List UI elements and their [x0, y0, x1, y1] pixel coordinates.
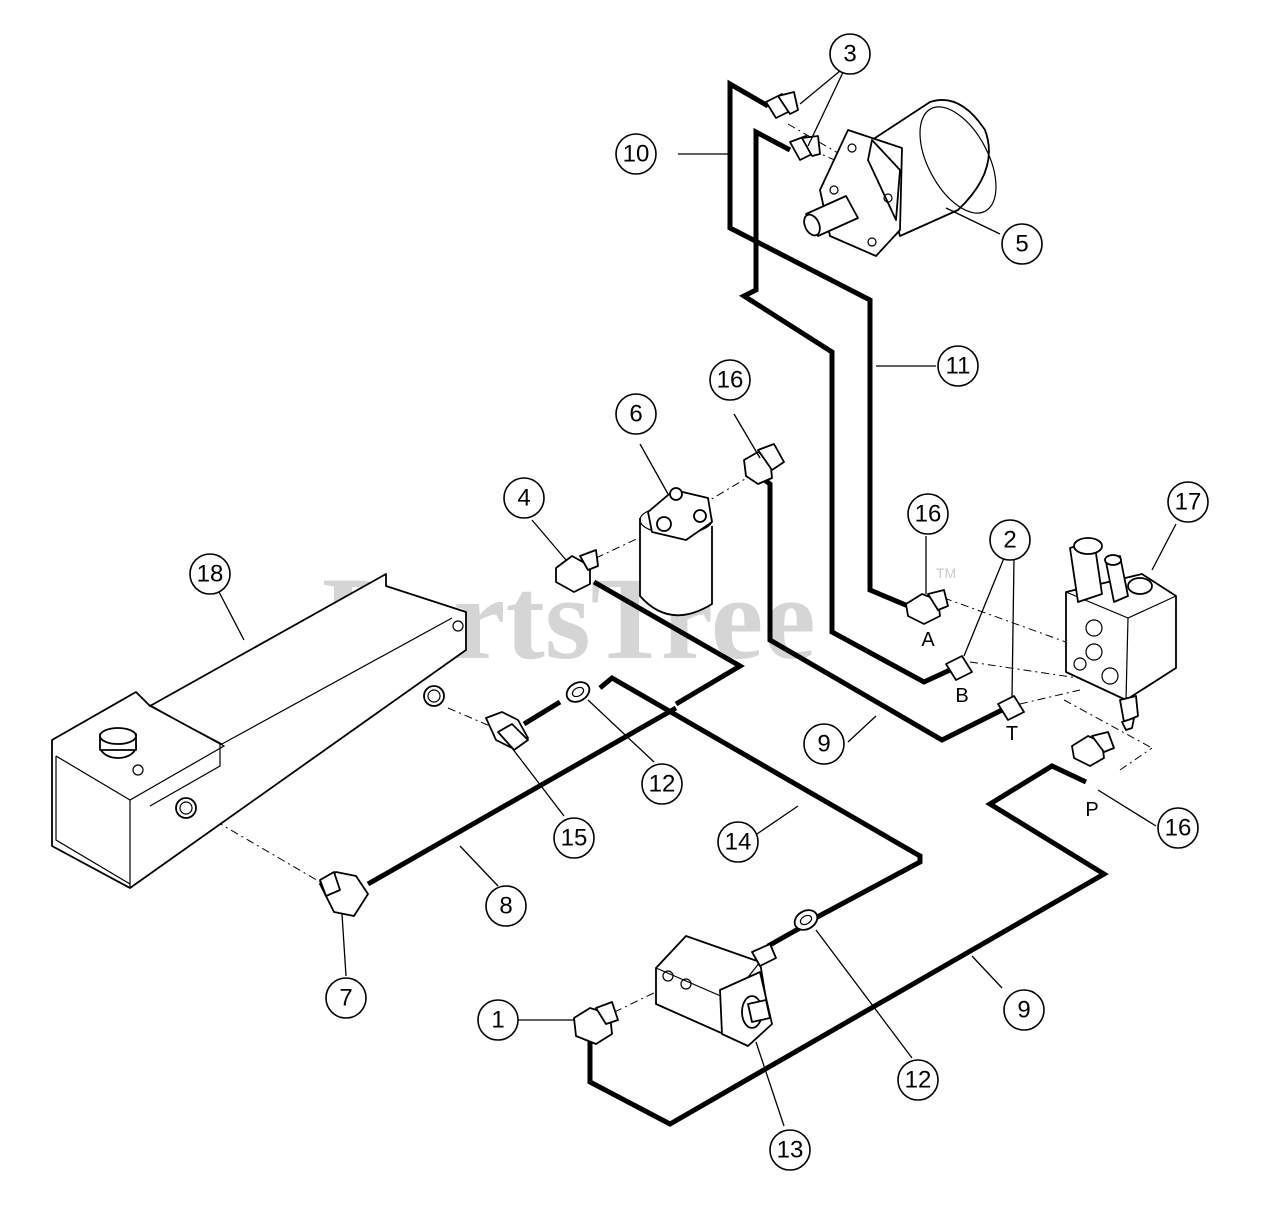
- hose-9-lower: [587, 763, 1109, 1127]
- svg-text:14: 14: [725, 829, 752, 856]
- pump: [655, 935, 777, 1047]
- callout-12-lower[interactable]: 12: [897, 1059, 939, 1101]
- callout-8[interactable]: 8: [485, 885, 527, 927]
- hose-9-upper: [760, 476, 1004, 743]
- svg-text:3: 3: [843, 41, 856, 68]
- callout-14[interactable]: 14: [717, 821, 759, 863]
- svg-text:16: 16: [915, 501, 942, 528]
- svg-text:5: 5: [1015, 231, 1028, 258]
- fitting-7: [319, 871, 369, 917]
- svg-text:7: 7: [339, 985, 352, 1012]
- port-label-a: A: [921, 629, 935, 651]
- filter: [639, 487, 713, 617]
- callout-11[interactable]: 11: [937, 345, 979, 387]
- valve: [1065, 537, 1177, 731]
- svg-text:11: 11: [946, 353, 971, 380]
- callout-16-p[interactable]: 16: [1157, 807, 1199, 849]
- svg-text:12: 12: [649, 771, 676, 798]
- tank: [51, 573, 467, 889]
- hose-11: [738, 127, 952, 685]
- motor: [803, 99, 997, 257]
- svg-text:16: 16: [717, 367, 744, 394]
- svg-text:15: 15: [561, 825, 588, 852]
- callout-16-a[interactable]: 16: [907, 493, 949, 535]
- callout-18[interactable]: 18: [189, 553, 231, 595]
- fitting-4: [555, 549, 599, 593]
- svg-text:6: 6: [629, 401, 642, 428]
- hose-4-to-pump: [592, 579, 745, 707]
- svg-text:10: 10: [623, 141, 650, 168]
- port-label-b: B: [955, 685, 968, 707]
- fitting-1: [573, 1001, 619, 1045]
- callout-7[interactable]: 7: [325, 977, 367, 1019]
- leader-lines: [217, 65, 1177, 1127]
- hose-pump-outlet: [766, 925, 802, 949]
- port-label-t: T: [1006, 723, 1018, 745]
- hose-10: [727, 79, 909, 609]
- hose-14: [598, 674, 923, 925]
- clamp-12-lower: [793, 909, 819, 931]
- callout-9-lower[interactable]: 9: [1003, 989, 1045, 1031]
- fitting-b-t: [945, 655, 1025, 721]
- watermark-trademark: TM: [936, 565, 956, 581]
- svg-text:2: 2: [1003, 527, 1016, 554]
- callout-4[interactable]: 4: [503, 477, 545, 519]
- port-labels: A B T P: [921, 629, 1098, 821]
- callout-16-top[interactable]: 16: [709, 359, 751, 401]
- svg-text:16: 16: [1165, 815, 1192, 842]
- callout-17[interactable]: 17: [1167, 481, 1209, 523]
- svg-text:1: 1: [491, 1007, 504, 1034]
- callout-6[interactable]: 6: [615, 393, 657, 435]
- hoses: [366, 79, 1109, 1127]
- callout-13[interactable]: 13: [769, 1129, 811, 1171]
- svg-text:9: 9: [817, 731, 830, 758]
- port-label-p: P: [1085, 799, 1098, 821]
- svg-text:8: 8: [499, 893, 512, 920]
- clamp-12-upper: [565, 681, 591, 703]
- svg-text:17: 17: [1175, 489, 1202, 516]
- callout-10[interactable]: 10: [615, 133, 657, 175]
- svg-text:18: 18: [197, 561, 224, 588]
- fitting-15: [485, 711, 529, 751]
- callout-3[interactable]: 3: [829, 33, 871, 75]
- callout-9-upper[interactable]: 9: [803, 723, 845, 765]
- svg-text:12: 12: [905, 1067, 932, 1094]
- callouts: 3 10 5 11 16 6 4 16 2 17 18 9 12 15 14 1…: [189, 33, 1209, 1171]
- svg-text:4: 4: [517, 485, 530, 512]
- hose-15: [522, 699, 562, 727]
- hose-8: [366, 705, 678, 887]
- callout-15[interactable]: 15: [553, 817, 595, 859]
- callout-5[interactable]: 5: [1001, 223, 1043, 265]
- svg-text:9: 9: [1017, 997, 1030, 1024]
- callout-1[interactable]: 1: [477, 999, 519, 1041]
- callout-2[interactable]: 2: [989, 519, 1031, 561]
- fitting-16-a: [905, 589, 949, 625]
- callout-12-upper[interactable]: 12: [641, 763, 683, 805]
- motor-fittings: [765, 91, 821, 161]
- fitting-16-top: [743, 443, 785, 485]
- svg-text:13: 13: [777, 1137, 804, 1164]
- fitting-16-p: [1071, 731, 1115, 767]
